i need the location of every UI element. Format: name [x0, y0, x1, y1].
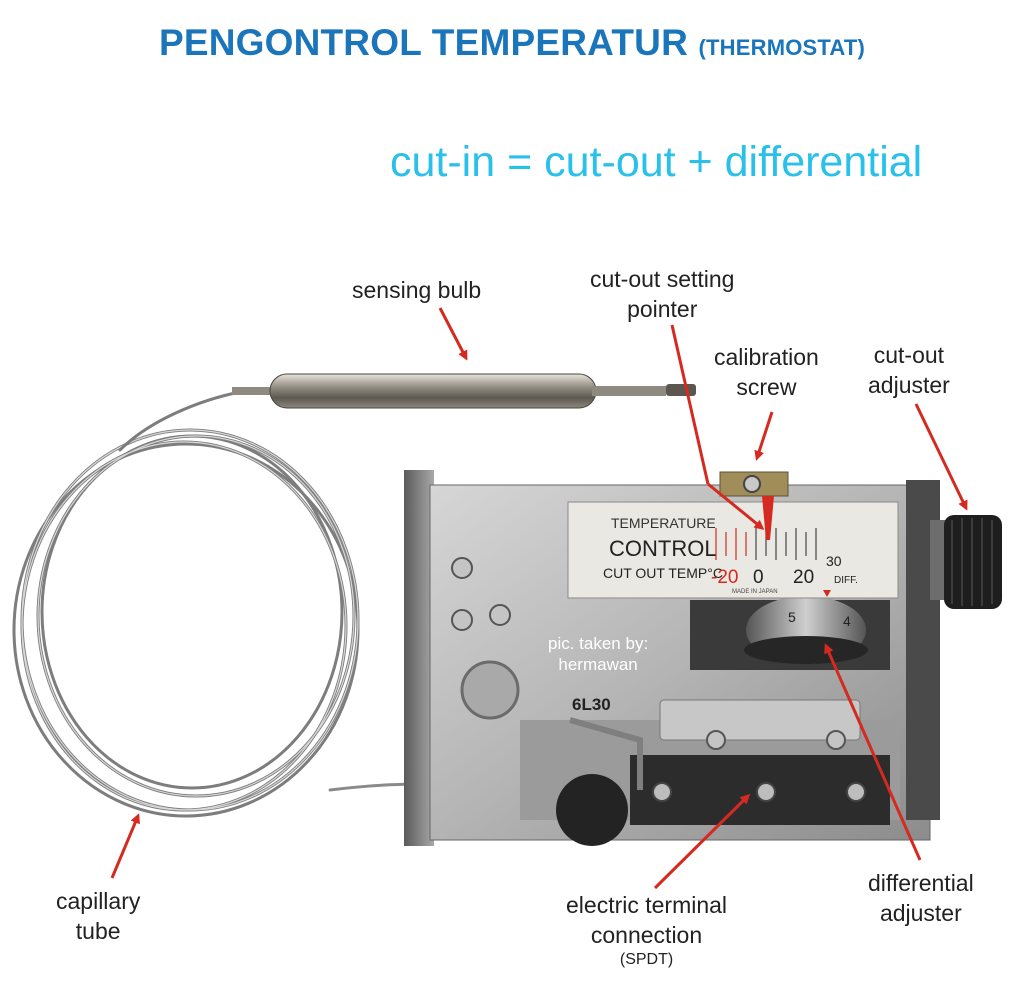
arrow-capillary — [110, 813, 140, 879]
label-capillary-line2: tube — [75, 918, 121, 944]
arrow-terminal — [653, 793, 751, 890]
label-sensing-bulb-text: sensing bulb — [352, 277, 482, 303]
arrow-sensing-bulb — [438, 307, 468, 361]
label-differential-line1: differential — [868, 870, 974, 896]
capillary-coil — [12, 390, 582, 818]
title-main: PENGONTROL TEMPERATUR — [158, 22, 689, 63]
label-cutout-pointer-line2: pointer — [627, 296, 698, 322]
scale-positive: 20 — [793, 567, 814, 588]
photo-credit-line2: hermawan — [558, 655, 638, 674]
label-differential-line2: adjuster — [879, 900, 962, 926]
cutout-knob — [930, 515, 1002, 609]
label-terminal-line2: connection — [590, 922, 703, 948]
label-electric-terminal: electric terminal connection (SPDT) — [566, 890, 727, 970]
arrow-cutout-pointer-tail — [707, 482, 765, 530]
label-differential-adjuster: differential adjuster — [868, 868, 974, 928]
label-cutout-adjuster-line2: adjuster — [868, 372, 950, 398]
arrow-differential — [824, 643, 922, 861]
label-calibration-line1: calibration — [714, 344, 819, 370]
plate-line-temperature: TEMPERATURE — [611, 515, 716, 531]
plate-line-control: CONTROL — [609, 536, 717, 561]
sensing-bulb-shape — [232, 373, 696, 409]
callout-arrows — [110, 307, 968, 890]
wheel-number-4: 4 — [843, 613, 851, 629]
differential-wheel: 5 4 — [690, 596, 890, 670]
label-sensing-bulb: sensing bulb — [352, 275, 481, 305]
arrow-cutout-adjuster — [914, 403, 968, 511]
label-capillary-tube: capillary tube — [56, 886, 140, 946]
made-in-text: MADE IN JAPAN — [732, 589, 778, 595]
title-sub: (THERMOSTAT) — [698, 35, 866, 60]
label-cutout-adjuster: cut-out adjuster — [868, 340, 950, 400]
label-capillary-line1: capillary — [56, 888, 141, 914]
wheel-number-5: 5 — [788, 609, 796, 625]
label-terminal-line1: electric terminal — [566, 892, 728, 918]
formula-text: cut-in = cut-out + differential — [390, 138, 923, 186]
scale-zero: 0 — [753, 567, 764, 588]
calibration-screw-shape — [719, 471, 789, 540]
arrow-cutout-pointer — [670, 324, 710, 485]
diff-value: 30 — [826, 553, 842, 569]
page-title: PENGONTROL TEMPERATUR (THERMOSTAT) — [0, 22, 1024, 64]
arrow-calibration — [754, 411, 774, 461]
temperature-plate: TEMPERATURE CONTROL CUT OUT TEMP°C -20 0… — [567, 501, 899, 599]
label-terminal-line3: (SPDT) — [619, 951, 674, 968]
plate-line-cutout: CUT OUT TEMP°C — [603, 565, 723, 581]
model-number: 6L30 — [572, 695, 611, 714]
scale-negative: -20 — [711, 567, 738, 588]
label-calibration-screw: calibration screw — [714, 342, 819, 402]
label-cutout-pointer: cut-out setting pointer — [590, 264, 734, 324]
label-cutout-adjuster-line1: cut-out — [873, 342, 945, 368]
diff-label: DIFF. — [834, 575, 858, 586]
label-cutout-pointer-line1: cut-out setting — [590, 266, 735, 292]
label-calibration-line2: screw — [736, 374, 797, 400]
photo-credit-line1: pic. taken by: — [548, 634, 649, 653]
photo-credit: pic. taken by: hermawan — [548, 633, 648, 675]
